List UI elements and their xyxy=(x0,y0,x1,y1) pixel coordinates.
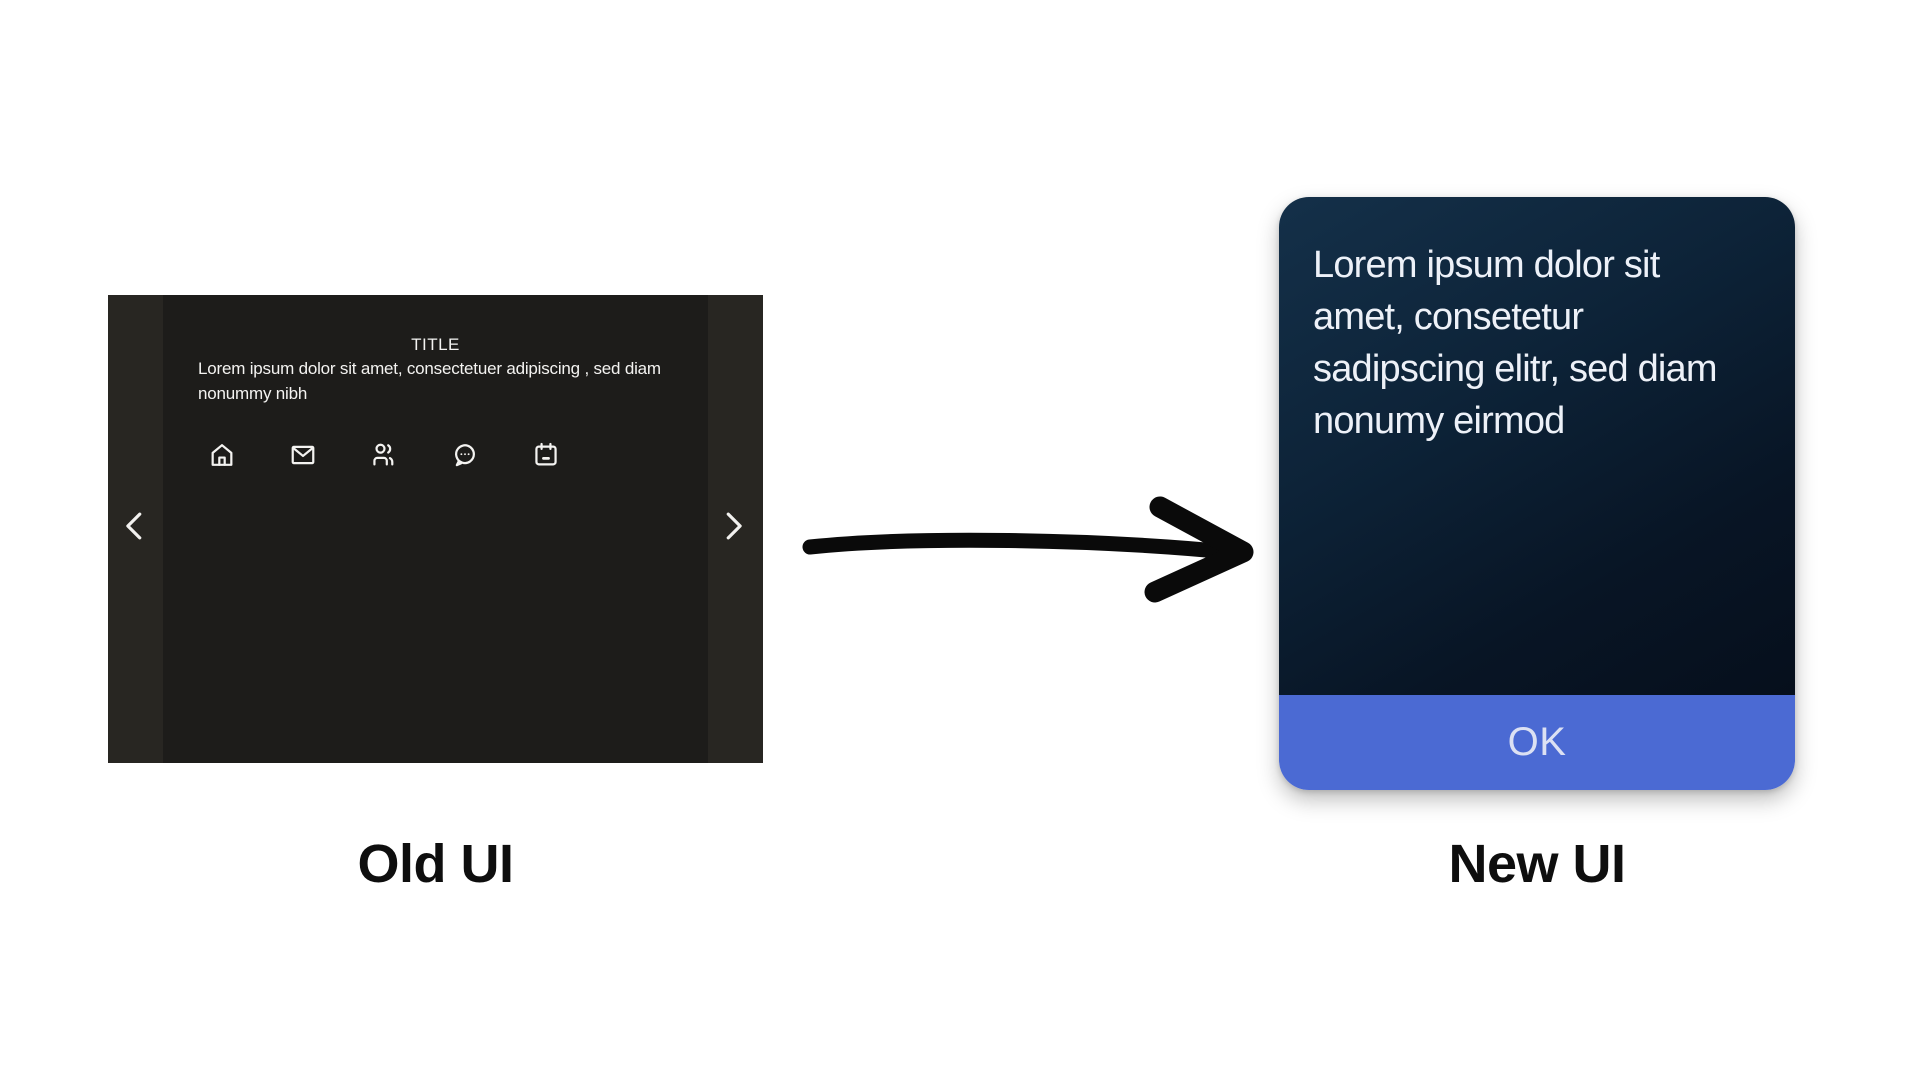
old-panel-title: TITLE xyxy=(411,335,460,354)
new-ui-dialog-body: Lorem ipsum dolor sit amet, consetetur s… xyxy=(1279,197,1795,695)
ok-button[interactable]: OK xyxy=(1279,695,1795,790)
new-ui-message-line1: Lorem ipsum dolor sit xyxy=(1313,244,1660,286)
old-ui-caption: Old UI xyxy=(357,834,515,894)
old-panel-description-line2: nonummy nibh xyxy=(198,383,308,403)
ok-button-label: OK xyxy=(1507,720,1567,764)
new-ui-message-line2: amet, consetetur xyxy=(1313,296,1584,338)
mail-icon[interactable] xyxy=(289,441,317,469)
home-icon[interactable] xyxy=(208,441,236,469)
people-icon[interactable] xyxy=(370,441,398,469)
old-panel-toolbar xyxy=(208,441,560,469)
chat-icon[interactable] xyxy=(451,441,479,469)
old-panel-left-rail xyxy=(108,295,163,763)
chevron-right-icon[interactable] xyxy=(714,507,752,545)
hand-drawn-right-arrow-icon xyxy=(802,496,1254,603)
old-panel-description-line1: Lorem ipsum dolor sit amet, consectetuer… xyxy=(198,359,661,378)
new-ui-message-line3: sadipscing elitr, sed diam xyxy=(1313,348,1718,390)
new-ui-message: Lorem ipsum dolor sit amet, consetetur s… xyxy=(1279,197,1795,447)
old-panel-description: Lorem ipsum dolor sit amet, consectetuer… xyxy=(198,357,661,406)
chevron-left-icon[interactable] xyxy=(116,507,154,545)
calendar-icon[interactable] xyxy=(532,441,560,469)
new-ui-message-line4: nonumy eirmod xyxy=(1313,400,1565,442)
old-ui-panel: TITLE Lorem ipsum dolor sit amet, consec… xyxy=(108,295,763,763)
new-ui-dialog: Lorem ipsum dolor sit amet, consetetur s… xyxy=(1279,197,1795,790)
new-ui-caption: New UI xyxy=(1448,834,1626,894)
